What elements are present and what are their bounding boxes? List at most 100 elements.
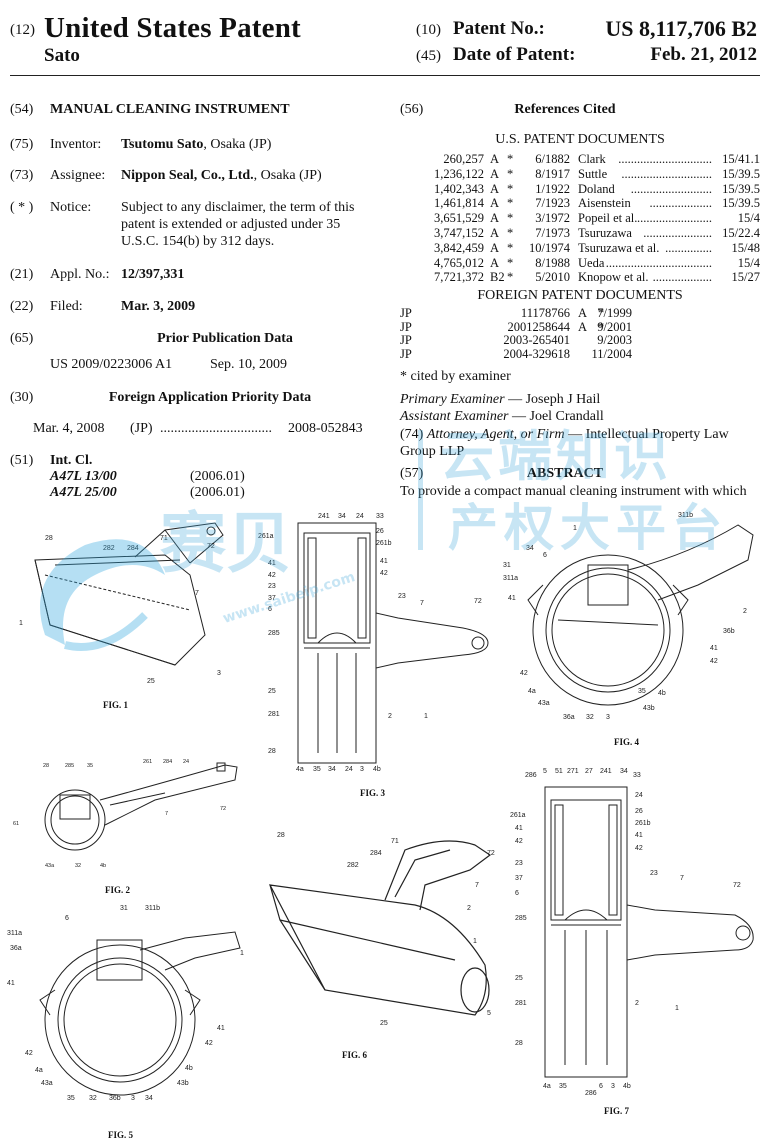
svg-text:4b: 4b (658, 690, 666, 697)
notice-text: Subject to any disclaimer, the term of t… (121, 199, 371, 250)
us-doc-dots: .................... (649, 196, 713, 211)
us-doc-number: 3,651,529 (434, 211, 484, 226)
svg-text:37: 37 (268, 595, 276, 602)
foreign-app-country: (JP) (130, 421, 153, 436)
svg-text:1: 1 (473, 938, 477, 945)
us-doc-number: 1,236,122 (434, 166, 484, 181)
svg-text:35: 35 (313, 766, 321, 773)
svg-text:34: 34 (328, 766, 336, 773)
us-doc-inventor: Knopow et al. (578, 270, 649, 285)
us-doc-class: 15/27 (731, 270, 760, 285)
svg-text:72: 72 (487, 850, 495, 857)
prior-pub-number: US 2009/0223006 A1 (50, 357, 173, 372)
prior-code: (65) (10, 331, 34, 346)
svg-text:25: 25 (268, 688, 276, 695)
us-doc-class: 15/48 (731, 240, 760, 255)
svg-text:71: 71 (391, 838, 399, 845)
svg-text:37: 37 (515, 875, 523, 882)
patent-type-title: United States Patent (44, 12, 301, 44)
svg-text:23: 23 (268, 583, 276, 590)
assistant-examiner-name: — Joel Crandall (512, 409, 604, 424)
svg-text:311b: 311b (145, 905, 160, 912)
svg-text:3: 3 (131, 1095, 135, 1102)
us-doc-inventor: Tsuruzawa (578, 226, 632, 240)
foreign-heading: Foreign Application Priority Data (108, 390, 312, 405)
notice-label: Notice: (50, 200, 92, 215)
svg-text:2: 2 (388, 713, 392, 720)
us-doc-date: 3/1972 (535, 211, 570, 226)
cited-note: * cited by examiner (400, 369, 511, 384)
svg-text:26: 26 (376, 528, 384, 535)
foreign-code: (30) (10, 390, 34, 405)
svg-text:32: 32 (75, 863, 81, 869)
prior-pub-date: Sep. 10, 2009 (210, 357, 287, 372)
svg-text:4b: 4b (623, 1083, 631, 1090)
svg-text:28: 28 (43, 763, 49, 769)
svg-text:7: 7 (680, 875, 684, 882)
us-doc-class: 15/41.1 (722, 152, 760, 166)
header-rule (10, 75, 760, 76)
fig7-caption: FIG. 7 (604, 1106, 630, 1116)
fig1-caption: FIG. 1 (103, 700, 129, 710)
us-doc-class: 15/4 (737, 211, 760, 226)
svg-text:4a: 4a (543, 1083, 551, 1090)
us-doc-inventor: Tsuruzawa et al. (578, 240, 660, 255)
abstract-text: To provide a compact manual cleaning ins… (400, 484, 747, 499)
svg-text:71: 71 (160, 535, 168, 542)
svg-text:35: 35 (559, 1083, 567, 1090)
svg-text:43a: 43a (45, 863, 55, 869)
svg-text:31: 31 (503, 562, 511, 569)
foreign-doc-country: JP (400, 319, 412, 334)
attorney: (74) Attorney, Agent, or Firm — Intellec… (400, 426, 760, 443)
foreign-doc-cited-star: * (598, 319, 605, 334)
svg-text:28: 28 (515, 1040, 523, 1047)
svg-text:41: 41 (217, 1025, 225, 1032)
svg-text:1: 1 (675, 1005, 679, 1012)
us-doc-inventor: Aisenstein (578, 196, 631, 211)
us-doc-cited-star: * (507, 226, 514, 240)
attorney-label: Attorney, Agent, or Firm (426, 427, 565, 442)
svg-text:3: 3 (606, 714, 610, 721)
patent-no-label: Patent No.: (453, 18, 545, 39)
assignee-field: Nippon Seal, Co., Ltd., Osaka (JP) (121, 167, 322, 184)
svg-text:2: 2 (743, 608, 747, 615)
svg-text:6: 6 (599, 1083, 603, 1090)
attorney-name: — Intellectual Property Law (568, 427, 729, 442)
us-doc-cited-star: * (507, 196, 514, 211)
watermark-logo (40, 539, 165, 651)
int-class-2: A47L 25/00 (50, 485, 117, 500)
us-doc-inventor: Ueda (578, 255, 605, 270)
us-doc-dots: ...................... (643, 226, 712, 240)
foreign-doc-number: 2004-329618 (503, 346, 570, 361)
svg-text:261b: 261b (376, 540, 392, 547)
svg-text:41: 41 (380, 558, 388, 565)
svg-text:72: 72 (733, 882, 741, 889)
inventor-name: Tsutomu Sato (121, 137, 204, 152)
inventor-field: Tsutomu Sato, Osaka (JP) (121, 136, 271, 153)
us-doc-cited-star: * (507, 152, 514, 166)
svg-text:3: 3 (217, 670, 221, 677)
us-doc-number: 1,402,343 (434, 181, 484, 196)
svg-text:72: 72 (474, 598, 482, 605)
us-doc-date: 7/1923 (535, 196, 570, 211)
foreign-doc-date: 7/1999 (597, 306, 632, 320)
svg-text:28: 28 (268, 748, 276, 755)
svg-text:261a: 261a (510, 812, 526, 819)
assistant-examiner-label: Assistant Examiner (400, 409, 509, 424)
watermark-bar (418, 430, 423, 550)
int-cl-code: (51) (10, 453, 34, 468)
foreign-doc-number: 2003-265401 (503, 333, 570, 347)
svg-text:6: 6 (65, 915, 69, 922)
foreign-doc-date: 9/2001 (597, 319, 632, 334)
svg-text:41: 41 (7, 980, 15, 987)
svg-text:311a: 311a (7, 930, 22, 937)
svg-text:35: 35 (67, 1095, 75, 1102)
svg-text:284: 284 (163, 759, 172, 765)
